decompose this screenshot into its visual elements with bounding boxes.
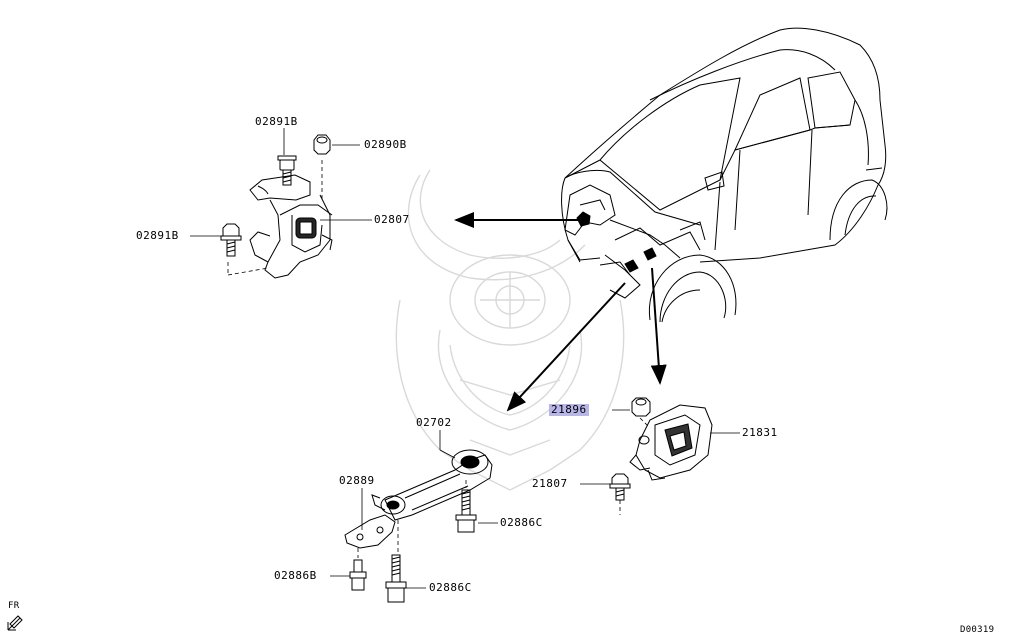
label-02890B[interactable]: 02890B: [364, 138, 407, 151]
label-02891B-top[interactable]: 02891B: [255, 115, 298, 128]
car-mount-details: [577, 212, 656, 272]
label-02886C-upper[interactable]: 02886C: [500, 516, 543, 529]
label-02807[interactable]: 02807: [374, 213, 410, 226]
label-21807[interactable]: 21807: [532, 477, 568, 490]
leader-lines: [190, 128, 740, 588]
label-02889[interactable]: 02889: [339, 474, 375, 487]
label-02702[interactable]: 02702: [416, 416, 452, 429]
watermark-emblem: [396, 170, 623, 490]
bolt-21807: [610, 474, 630, 500]
pointer-arrows: [454, 212, 667, 412]
bracket-02889: [345, 515, 395, 548]
engine-mount-21831: [630, 405, 712, 480]
nut-02890B: [314, 135, 330, 154]
diagram-id: D00319: [960, 625, 995, 635]
engine-mount-02807: [250, 175, 332, 278]
torque-rod-02702: [372, 450, 492, 520]
dashed-leaders: [228, 160, 650, 558]
bolt-02886C-lower: [386, 555, 406, 602]
label-21831[interactable]: 21831: [742, 426, 778, 439]
bolt-02891B-left: [221, 224, 241, 256]
bolt-02886B: [350, 560, 366, 590]
fr-label: FR: [8, 601, 20, 611]
label-02891B-left[interactable]: 02891B: [136, 229, 179, 242]
fr-direction-arrow: [8, 616, 22, 630]
bolt-02886C-upper: [456, 490, 476, 532]
label-02886B[interactable]: 02886B: [274, 569, 317, 582]
label-21896-highlighted[interactable]: 21896: [549, 403, 589, 416]
bolt-02891B-top: [278, 156, 296, 185]
label-02886C-lower[interactable]: 02886C: [429, 581, 472, 594]
car-outline: [562, 28, 887, 322]
nut-21896: [632, 398, 650, 416]
